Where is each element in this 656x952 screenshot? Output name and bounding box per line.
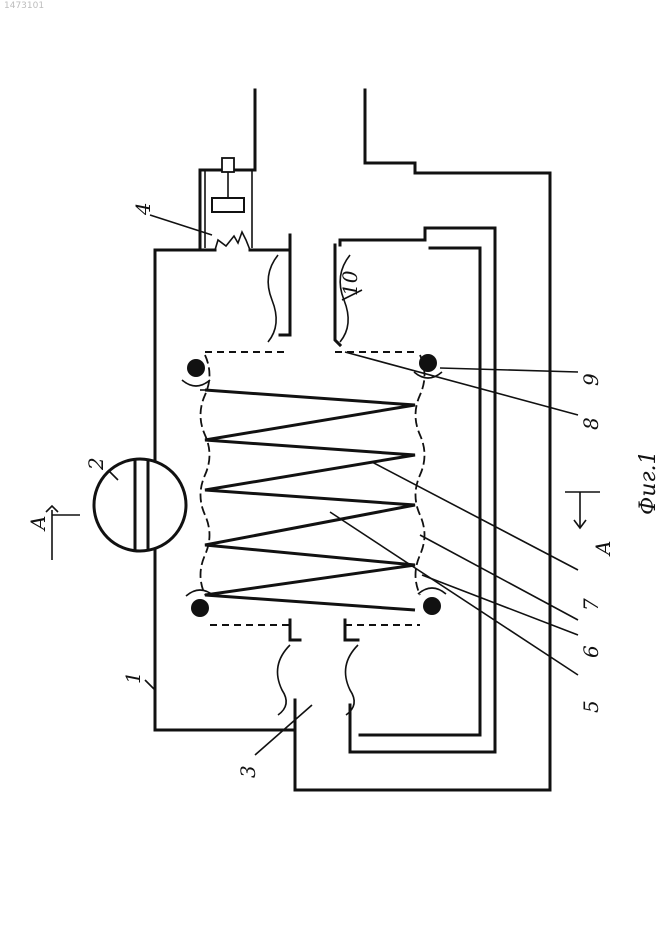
roller-top-right xyxy=(419,354,437,372)
label-1: 1 xyxy=(121,671,145,684)
figure-caption: Фиг.1 xyxy=(636,450,656,515)
roller-arc-br xyxy=(418,588,446,594)
leader-9 xyxy=(440,368,578,372)
roller-top-left xyxy=(187,359,205,377)
leader-6a xyxy=(420,535,578,620)
label-6a: 6 xyxy=(579,645,603,658)
valve-cap xyxy=(222,158,234,172)
valve-spring xyxy=(215,232,250,250)
valve-body xyxy=(212,198,244,212)
top-nozzle-left xyxy=(280,250,290,335)
label-3: 3 xyxy=(236,765,260,778)
label-9: 9 xyxy=(579,373,603,386)
sensor-2 xyxy=(94,459,186,551)
inner-channel-2 xyxy=(360,248,480,735)
section-label-bottom: A xyxy=(591,541,615,557)
bottom-nozzle-left xyxy=(290,620,300,730)
label-7: 7 xyxy=(579,598,603,611)
label-2: 2 xyxy=(84,457,108,471)
leader-7 xyxy=(372,462,578,570)
roller-bottom-right xyxy=(423,597,441,615)
flap-right-bottom xyxy=(346,645,359,715)
leader-8 xyxy=(345,352,578,415)
leader-4 xyxy=(150,215,212,235)
leader-6b xyxy=(422,575,578,635)
bottom-nozzle-right xyxy=(345,620,358,712)
inner-channel xyxy=(340,228,495,752)
flap-left-top xyxy=(268,255,278,342)
section-label-top: A xyxy=(26,516,50,532)
heating-coil xyxy=(205,390,415,610)
leader-5 xyxy=(330,512,578,675)
label-8: 8 xyxy=(579,417,603,430)
roller-bottom-left xyxy=(191,599,209,617)
chamber-right-wall xyxy=(416,355,425,595)
label-10: 10 xyxy=(338,270,362,296)
figure-body: 1 2 3 4 5 6 7 8 9 10 A A Фиг.1 xyxy=(26,90,656,790)
flap-left-bottom xyxy=(278,645,291,715)
label-5: 5 xyxy=(579,700,603,713)
label-4: 4 xyxy=(131,202,155,216)
roller-arc-tl xyxy=(182,380,210,386)
